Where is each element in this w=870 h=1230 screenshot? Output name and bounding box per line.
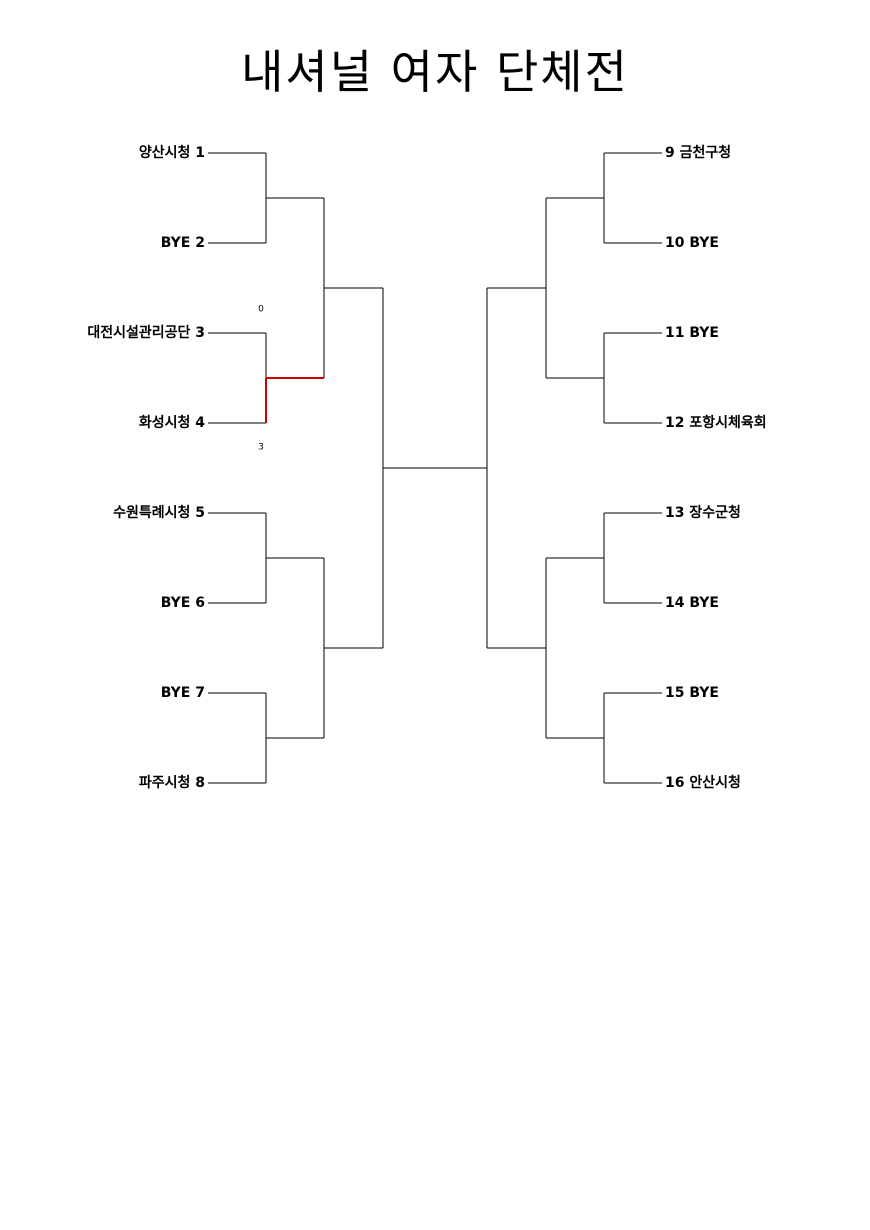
winner-path bbox=[265, 377, 324, 423]
left-team-label: BYE 7 bbox=[161, 685, 205, 701]
left-team-label: 대전시설관리공단 3 bbox=[87, 324, 205, 341]
right-team-label: 9 금천구청 bbox=[665, 145, 731, 161]
left-team-label: 양산시청 1 bbox=[139, 144, 205, 161]
left-team-label: 파주시청 8 bbox=[139, 775, 205, 791]
right-team-label: 11 BYE bbox=[665, 325, 719, 341]
match-scores: 03 bbox=[258, 305, 264, 453]
left-team-label: BYE 6 bbox=[161, 595, 205, 611]
right-team-label: 10 BYE bbox=[665, 235, 719, 251]
right-team-label: 16 안산시청 bbox=[665, 774, 741, 791]
team-labels: 양산시청 1 BYE 2 대전시설관리공단 3 화성시청 4 수원특례시청 5 BYE 6… bbox=[87, 144, 766, 791]
left-team-label: 화성시청 4 bbox=[139, 415, 205, 431]
right-team-label: 13 장수군청 bbox=[665, 504, 741, 521]
left-team-label: 수원특례시청 5 bbox=[113, 505, 205, 521]
right-team-label: 14 BYE bbox=[665, 595, 719, 611]
right-team-label: 15 BYE bbox=[665, 685, 719, 701]
score-top: 0 bbox=[258, 305, 264, 315]
score-bottom: 3 bbox=[258, 443, 264, 453]
bracket-lines bbox=[208, 152, 662, 784]
right-team-label: 12 포항시체육회 bbox=[665, 414, 767, 431]
left-team-label: BYE 2 bbox=[161, 235, 205, 251]
page-title: 내셔널 여자 단체전 bbox=[241, 45, 629, 99]
